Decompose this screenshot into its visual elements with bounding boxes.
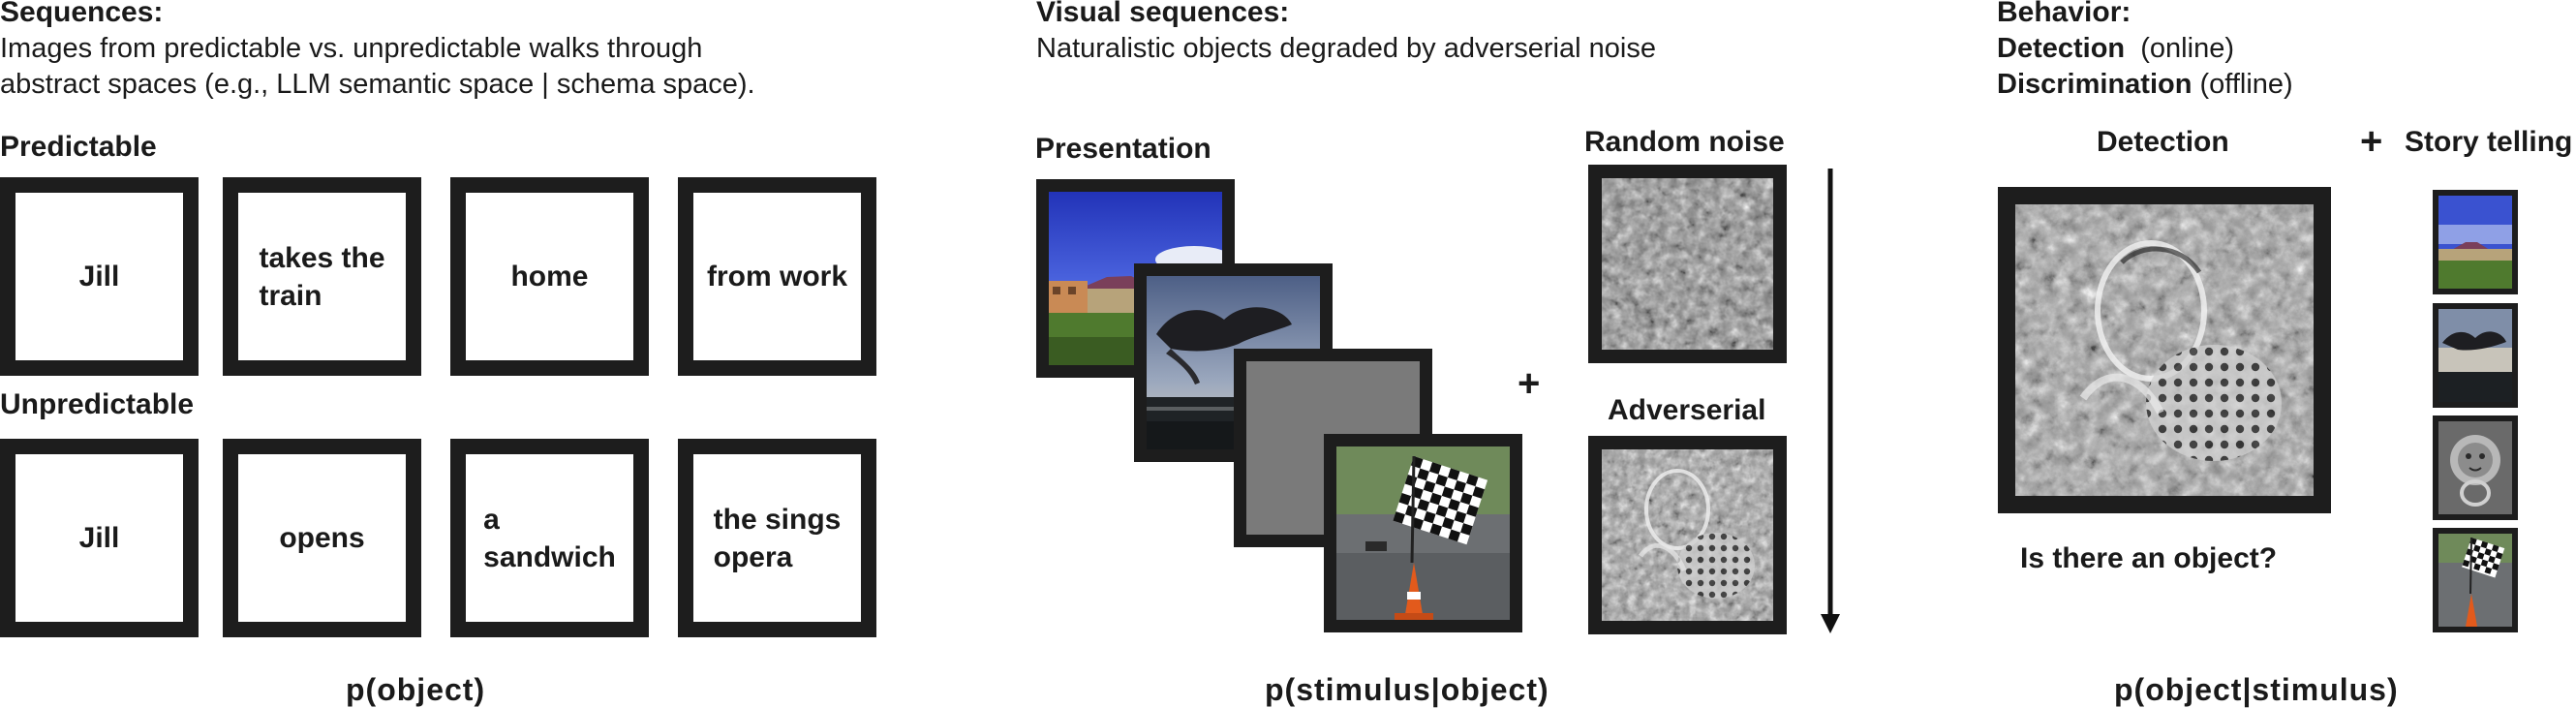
detection-label: Detection	[2097, 126, 2229, 158]
detection-frame	[1998, 187, 2331, 513]
predictable-label: Predictable	[0, 131, 157, 163]
adverserial-frame	[1588, 436, 1787, 634]
detection-note: (online)	[2140, 33, 2234, 64]
formula-p-object-given-stimulus: p(object|stimulus)	[2114, 672, 2399, 707]
unpredictable-label: Unpredictable	[0, 388, 195, 420]
story-thumbnail-volcano	[2433, 190, 2518, 294]
formula-p-stimulus-given-object: p(stimulus|object)	[1265, 672, 1549, 707]
word-card: takes the train	[223, 177, 421, 376]
word-card: Jill	[0, 439, 199, 637]
visual-sequences-heading: Visual sequences:	[1036, 0, 1290, 28]
checkered-flag-cone-image	[1336, 446, 1510, 620]
thumbnail-flag-image	[2438, 534, 2512, 627]
story-thumbnail-lion	[2433, 416, 2518, 520]
adverserial-image	[1602, 449, 1773, 621]
random-noise-frame	[1588, 165, 1787, 363]
adverserial-label: Adverserial	[1608, 394, 1766, 426]
word-card-text: from work	[706, 261, 848, 292]
random-noise-image	[1602, 178, 1773, 350]
thumbnail-volcano-image	[2438, 196, 2512, 289]
story-thumbnail-smoke	[2433, 303, 2518, 408]
sequences-desc-line1: Images from predictable vs. unpredictabl…	[0, 33, 703, 64]
presentation-frame-flag	[1324, 434, 1522, 632]
word-card-text: opens	[279, 522, 365, 554]
word-card-text: Jill	[78, 261, 120, 292]
plus-sign-right: +	[2360, 120, 2383, 163]
word-card: a sandwich	[450, 439, 649, 637]
story-telling-label: Story telling	[2405, 126, 2573, 158]
discrimination-note: (offline)	[2199, 69, 2293, 100]
story-thumbnail-flag	[2433, 528, 2518, 632]
random-noise-label: Random noise	[1584, 126, 1785, 158]
word-card: from work	[678, 177, 876, 376]
detection-bold-text: Detection	[1997, 33, 2126, 64]
word-card: home	[450, 177, 649, 376]
word-card-text: takes the train	[259, 241, 385, 312]
word-card-text: the sings opera	[713, 503, 842, 573]
sequences-desc-line2: abstract spaces (e.g., LLM semantic spac…	[0, 69, 755, 100]
formula-p-object: p(object)	[346, 672, 486, 707]
behavior-heading: Behavior:	[1997, 0, 2131, 28]
thumbnail-smoke-image	[2438, 309, 2512, 402]
sequences-heading: Sequences:	[0, 0, 164, 28]
plus-sign-middle: +	[1518, 362, 1541, 405]
word-card: opens	[223, 439, 421, 637]
word-card-text: Jill	[78, 522, 120, 554]
word-card: the sings opera	[678, 439, 876, 637]
detection-question: Is there an object?	[2020, 542, 2278, 574]
thumbnail-lion-knocker-image	[2438, 421, 2512, 514]
down-arrow	[1821, 169, 1840, 633]
word-card-text: a sandwich	[483, 503, 616, 573]
discrimination-bold-text: Discrimination	[1997, 69, 2193, 100]
presentation-label: Presentation	[1035, 133, 1211, 165]
detection-stimulus-image	[2015, 204, 2314, 496]
word-card: Jill	[0, 177, 199, 376]
word-card-text: home	[510, 261, 589, 292]
discrimination-line: Discrimination (offline)	[1997, 67, 2293, 103]
visual-sequences-desc: Naturalistic objects degraded by adverse…	[1036, 33, 1656, 64]
detection-line: Detection (online)	[1997, 31, 2234, 67]
